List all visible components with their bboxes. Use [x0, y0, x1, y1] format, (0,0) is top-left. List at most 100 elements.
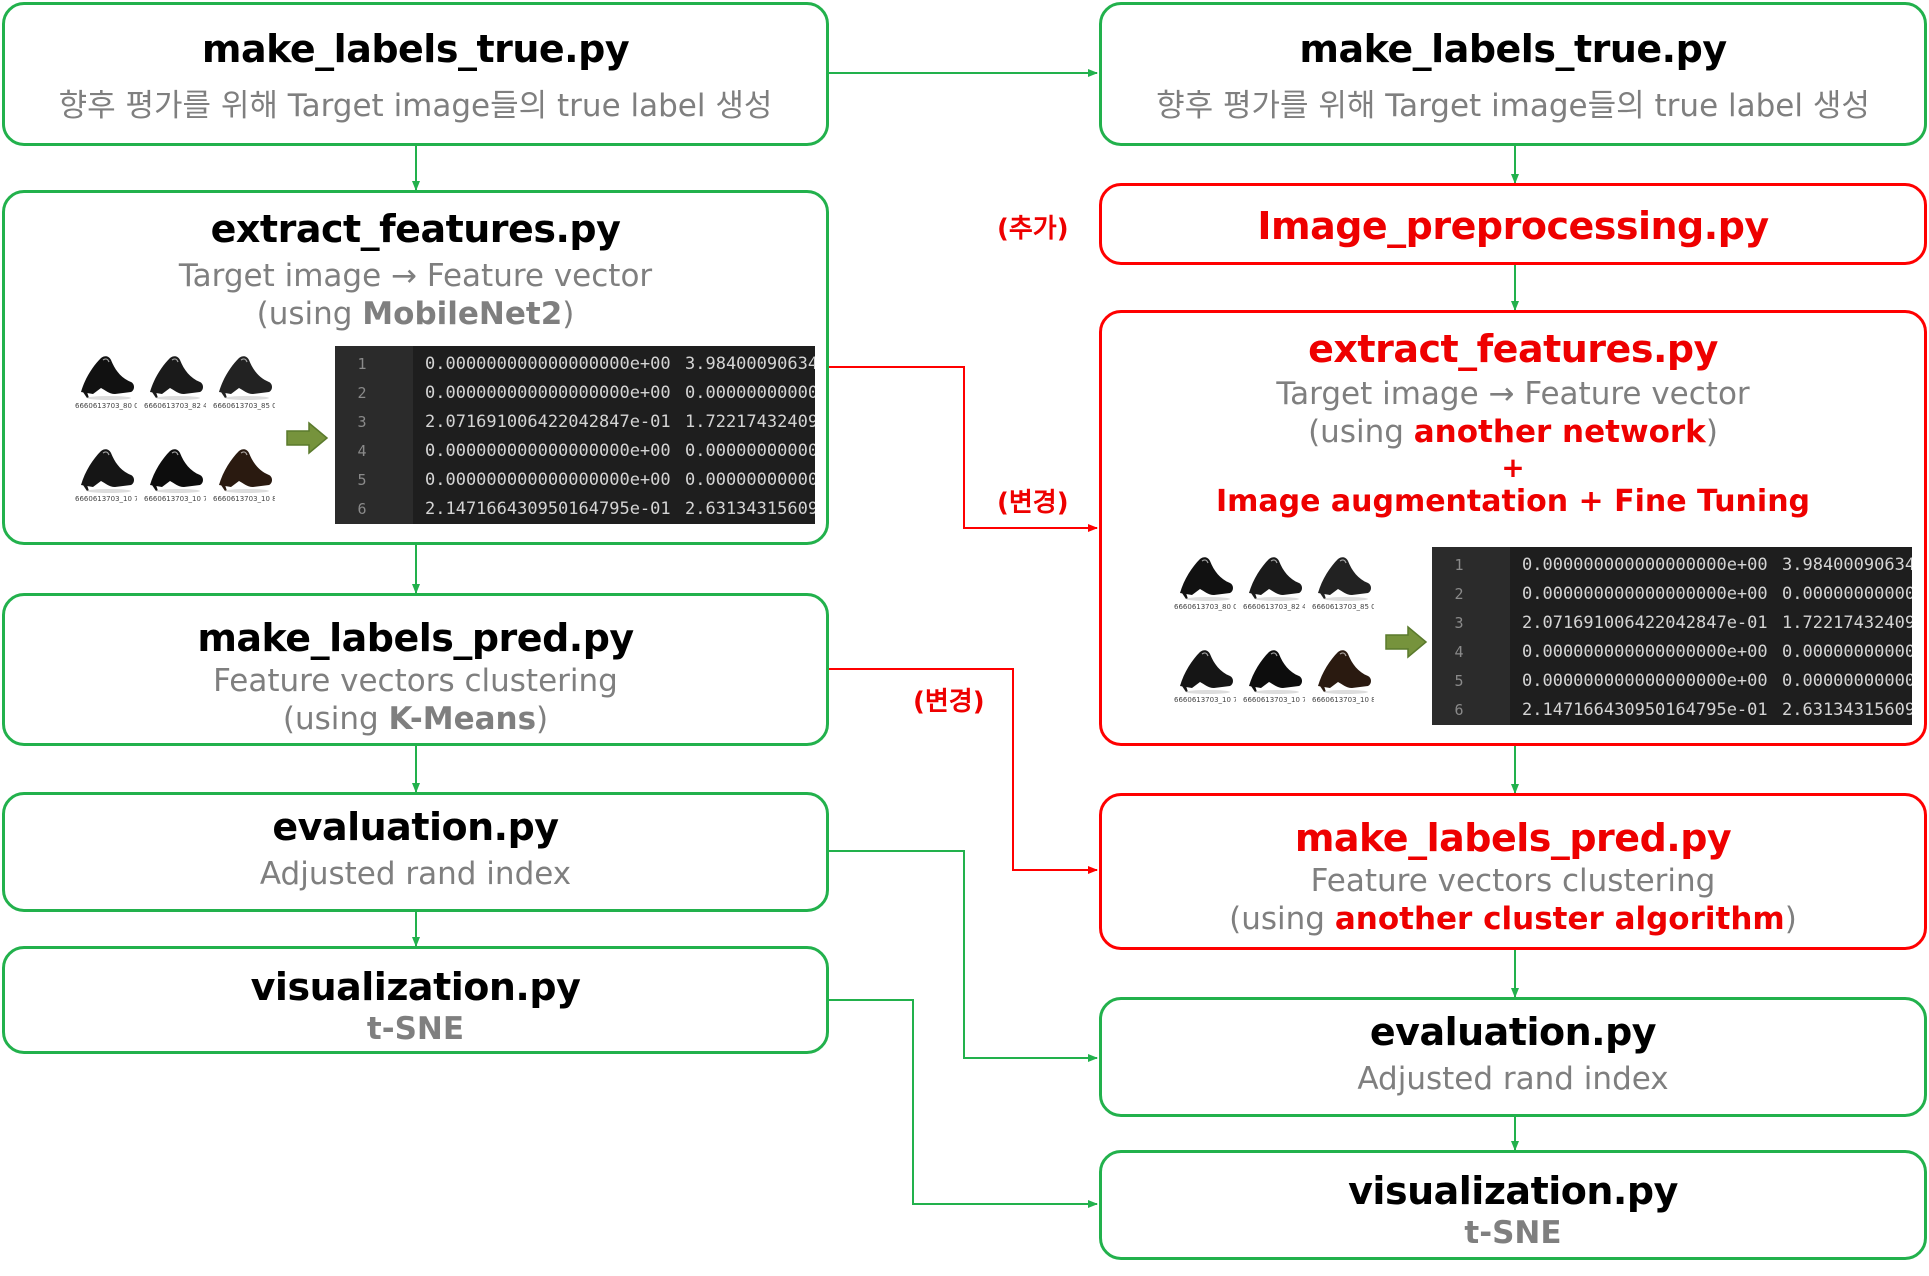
network-line: (using another network)	[1102, 413, 1924, 452]
shoe-thumbnails: 6660613703_80 01604930_0.jpg 6660613703_…	[1174, 549, 1379, 734]
box-description: Target image → Feature vector	[1276, 375, 1750, 412]
right-image-preprocessing-box: Image_preprocessing.py	[1099, 183, 1927, 265]
algorithm-line: (using another cluster algorithm)	[1102, 900, 1924, 939]
matrix-value: 0.000000000000000000e+00	[425, 354, 671, 374]
feature-matrix: 1 0.000000000000000000e+00 3.984000906348 2…	[335, 346, 815, 524]
shoe-thumbnail: 6660613703_85 08749525_0.jpg	[213, 348, 275, 410]
matrix-value: 0.000000000000000000e+00	[1522, 584, 1768, 604]
matrix-value: 0.000000000000000000e+00	[1522, 555, 1768, 575]
shoe-thumbnails: 6660613703_80 01604930_0.jpg 6660613703_…	[75, 348, 280, 528]
model-line: (using MobileNet2)	[5, 295, 826, 334]
box-title: Image_preprocessing.py	[1257, 204, 1769, 248]
line-number: 6	[1454, 701, 1464, 719]
left-visualization-box: visualization.py t-SNE	[2, 946, 829, 1054]
tag-added: (추가)	[997, 214, 1069, 244]
right-visualization-box: visualization.py t-SNE	[1099, 1150, 1927, 1260]
using-close: )	[536, 701, 549, 738]
matrix-value: 0.000000000000	[685, 383, 815, 403]
shoe-thumbnail: 6660613703_10 700370857_0.jp	[144, 441, 206, 503]
matrix-value: 0.000000000000	[1782, 671, 1912, 691]
using-close: )	[1705, 414, 1718, 451]
box-description: Feature vectors clustering	[1310, 862, 1716, 899]
matrix-row: 5 0.000000000000000000e+00 0.000000000000	[335, 466, 815, 495]
shoe-thumbnail: 6660613703_85 08749525_0.jpg	[1312, 549, 1374, 611]
line-number: 4	[357, 442, 367, 460]
matrix-value: 0.000000000000000000e+00	[1522, 671, 1768, 691]
algorithm-name: another cluster algorithm	[1334, 901, 1785, 938]
matrix-value: 0.000000000000000000e+00	[425, 383, 671, 403]
matrix-value: 0.000000000000000000e+00	[425, 441, 671, 461]
box-description: Target image → Feature vector	[178, 257, 653, 294]
using-close: )	[562, 296, 575, 333]
box-title: extract_features.py	[210, 207, 621, 251]
thumbnail-filename: 6660613703_80 01604930_0.jpg	[75, 402, 137, 410]
using-close: )	[1784, 901, 1797, 938]
shoe-thumbnail: 6660613703_10 828747280_0.jp	[1312, 642, 1374, 704]
matrix-value: 2.631343156099	[1782, 700, 1912, 720]
using-open: (using	[1229, 901, 1335, 938]
right-evaluation-box: evaluation.py Adjusted rand index	[1099, 997, 1927, 1117]
line-number-gutter	[1432, 547, 1510, 725]
box-title: make_labels_pred.py	[197, 616, 634, 660]
matrix-value: 0.000000000000000000e+00	[425, 470, 671, 490]
box-title: make_labels_true.py	[1299, 27, 1727, 71]
shoe-thumbnail: 6660613703_10 700369346_0.jp	[1174, 642, 1236, 704]
algorithm-name: K-Means	[388, 701, 537, 738]
line-number: 1	[357, 355, 367, 373]
thumbnail-filename: 6660613703_10 700370857_0.jp	[1243, 696, 1305, 704]
matrix-value: 3.984000906348	[1782, 555, 1912, 575]
line-number: 2	[357, 384, 367, 402]
thumbnail-filename: 6660613703_10 828747280_0.jp	[213, 495, 275, 503]
augmentation-line: Image augmentation + Fine Tuning	[1215, 484, 1811, 520]
network-name: another network	[1413, 414, 1706, 451]
matrix-value: 2.147166430950164795e-01	[425, 499, 671, 519]
matrix-value: 2.071691006422042847e-01	[1522, 613, 1768, 633]
box-title: visualization.py	[250, 965, 581, 1009]
thumbnail-filename: 6660613703_82 47756481_0.jpg	[144, 402, 206, 410]
model-name: MobileNet2	[362, 296, 563, 333]
arrow-pred-left-to-right	[829, 668, 1098, 874]
right-make-labels-true-box: make_labels_true.py 향후 평가를 위해 Target ima…	[1099, 2, 1927, 146]
box-title: evaluation.py	[1369, 1010, 1657, 1054]
using-open: (using	[256, 296, 363, 333]
line-number: 6	[357, 500, 367, 518]
matrix-value: 1.722174324095	[1782, 613, 1912, 633]
left-make-labels-pred-box: make_labels_pred.py Feature vectors clus…	[2, 593, 829, 746]
tag-changed-pred: (변경)	[913, 687, 985, 717]
thumbnail-filename: 6660613703_10 828747280_0.jp	[1312, 696, 1374, 704]
right-extract-features-box: extract_features.py Target image → Featu…	[1099, 310, 1927, 746]
box-title: visualization.py	[1348, 1169, 1678, 1213]
line-number-gutter	[335, 346, 413, 524]
box-title: make_labels_true.py	[201, 27, 630, 71]
using-open: (using	[1308, 414, 1414, 451]
matrix-value: 3.984000906348	[685, 354, 815, 374]
shoe-thumbnail: 6660613703_10 700370857_0.jp	[1243, 642, 1305, 704]
matrix-value: 1.722174324095	[685, 412, 815, 432]
box-title: extract_features.py	[1308, 327, 1718, 371]
shoe-thumbnail: 6660613703_82 47756481_0.jpg	[144, 348, 206, 410]
line-number: 2	[1454, 585, 1464, 603]
thumbnail-filename: 6660613703_10 700369346_0.jp	[1174, 696, 1236, 704]
line-number: 5	[357, 471, 367, 489]
thumbnail-filename: 6660613703_80 01604930_0.jpg	[1174, 603, 1236, 611]
box-description: 향후 평가를 위해 Target image들의 true label 생성	[58, 87, 773, 124]
box-description: Adjusted rand index	[259, 855, 572, 892]
matrix-value: 0.000000000000	[685, 470, 815, 490]
line-number: 4	[1454, 643, 1464, 661]
process-arrow-icon	[1385, 625, 1428, 659]
box-description: Adjusted rand index	[1357, 1060, 1669, 1097]
line-number: 3	[357, 413, 367, 431]
thumbnail-filename: 6660613703_85 08749525_0.jpg	[213, 402, 275, 410]
arrow-eval-left-to-right	[829, 850, 1098, 1062]
shoe-thumbnail: 6660613703_10 828747280_0.jp	[213, 441, 275, 503]
matrix-value: 0.000000000000	[1782, 642, 1912, 662]
